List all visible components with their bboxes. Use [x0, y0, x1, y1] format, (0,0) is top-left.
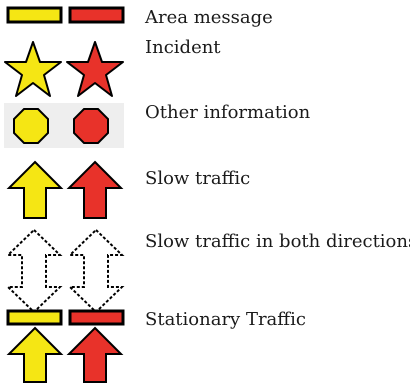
legend-label: Incident: [145, 37, 221, 58]
legend-label: Other information: [145, 102, 311, 123]
legend-label: Slow traffic: [145, 168, 251, 189]
legend-label: Slow traffic in both directions: [145, 231, 410, 252]
octagon-icon: [13, 108, 109, 144]
area-bar-icon: [6, 6, 125, 24]
up-arrow-icon: [6, 160, 124, 219]
bar-arrow-icon: [6, 309, 125, 383]
star-icon: [4, 41, 124, 97]
legend-label: Area message: [145, 7, 273, 28]
legend-label: Stationary Traffic: [145, 309, 306, 330]
double-arrow-icon: [5, 228, 125, 314]
